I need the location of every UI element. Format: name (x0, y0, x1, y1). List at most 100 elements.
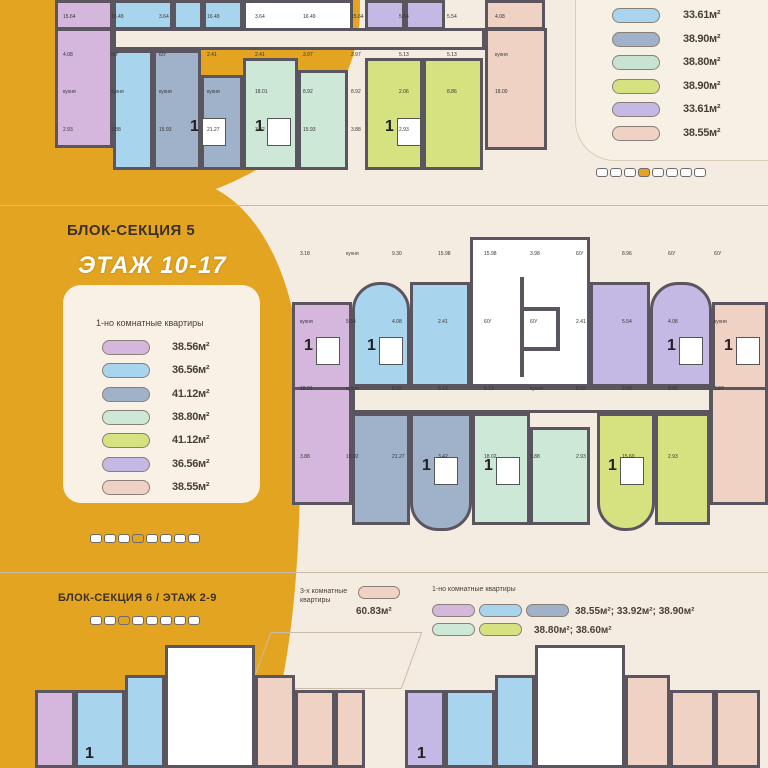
room (485, 0, 545, 30)
pager-dot[interactable] (104, 534, 116, 543)
pager-dot[interactable] (90, 534, 102, 543)
section5-title: БЛОК-СЕКЦИЯ 5 (67, 222, 196, 239)
pager-dot[interactable] (666, 168, 678, 177)
pager-dot[interactable] (132, 616, 144, 625)
flat-area-card (496, 457, 520, 485)
room-area-label: 2.93 (576, 453, 586, 460)
pager-dot[interactable] (160, 534, 172, 543)
pager-dot[interactable] (146, 534, 158, 543)
room-area-label: 2.41 (255, 51, 265, 58)
room-area-label: 3.98 (530, 251, 540, 257)
legend-swatch (479, 604, 522, 617)
pager-dot[interactable] (160, 616, 172, 625)
room-area-label: 6/У (159, 51, 167, 58)
top-legend-panel (575, 0, 768, 161)
room-area-label: 4.08 (392, 318, 402, 325)
room (410, 282, 470, 387)
pager-dot[interactable] (146, 616, 158, 625)
legend-swatch (612, 125, 660, 141)
pager-dot[interactable] (652, 168, 664, 177)
room-area-label: кухня (714, 318, 727, 325)
room-area-label: 3.97 (351, 51, 361, 58)
section5-pager[interactable] (90, 534, 200, 543)
flat-area-card (434, 457, 458, 485)
room-area-label: 5.54 (622, 318, 632, 325)
pager-dot-active[interactable] (118, 616, 130, 625)
room-area-label: 2.41 (438, 318, 448, 325)
room-area-label: кухня (495, 51, 508, 58)
flat-number: 1 (417, 745, 426, 762)
room-area-label: 3.64 (159, 14, 169, 20)
pager-dot-active[interactable] (132, 534, 144, 543)
legend-swatch (612, 8, 660, 23)
legend-value: 38.55м² (683, 126, 721, 139)
wall (556, 307, 560, 351)
legend-swatch (102, 363, 150, 379)
pager-dot[interactable] (188, 616, 200, 625)
room-area-label: кухня (346, 251, 359, 257)
legend-value: 38.80м² (172, 410, 210, 423)
room (405, 0, 445, 30)
flat-number: 1 (422, 457, 431, 474)
room-area-label: 15.64 (351, 14, 364, 20)
pager-dot[interactable] (694, 168, 706, 177)
pager-dot[interactable] (610, 168, 622, 177)
room-area-label: 3.42 (438, 453, 448, 460)
legend-value: 38.55м² (172, 480, 210, 493)
room-area-label: 18.02 (346, 453, 359, 460)
pager-dot[interactable] (90, 616, 102, 625)
three-room-label: 3-х комнатные квартиры (300, 588, 348, 604)
room-area-label: 4.08 (668, 318, 678, 325)
room-area-label: 21.27 (392, 453, 405, 460)
legend-swatch (612, 78, 660, 94)
legend-value: 41.12м² (172, 387, 210, 400)
room-area-label: 2.06 (399, 89, 409, 95)
one-room-label: 1-но комнатные квартиры (432, 586, 516, 593)
room (715, 690, 760, 768)
pager-dot[interactable] (680, 168, 692, 177)
flat-number: 1 (724, 337, 733, 354)
pager-dot[interactable] (104, 616, 116, 625)
room (405, 690, 445, 768)
flat-area-card (202, 118, 226, 146)
flat-number: 1 (85, 745, 94, 762)
room-area-label: 5.54 (346, 318, 356, 325)
top-pager[interactable] (596, 168, 706, 177)
legend-swatch (102, 433, 150, 449)
legend-swatch (612, 102, 660, 117)
room-area-label: 2.41 (576, 318, 586, 325)
room-area-label: 6/У (484, 318, 492, 325)
room-area-label: 2.41 (207, 51, 217, 58)
room-area-label: 8.92 (351, 89, 361, 95)
room-area-label: 15.64 (63, 14, 76, 20)
room-area-label: 8.86 (447, 89, 457, 95)
room-area-label: кухня (63, 89, 76, 95)
legend-swatch (479, 623, 522, 636)
section6-title: БЛОК-СЕКЦИЯ 6 / ЭТАЖ 2-9 (58, 592, 217, 604)
room-area-label: 21.27 (207, 126, 220, 133)
pager-dot-active[interactable] (638, 168, 650, 177)
flat-area-card (267, 118, 291, 146)
section6-pager[interactable] (90, 616, 200, 625)
pager-dot[interactable] (596, 168, 608, 177)
legend-swatch (102, 386, 150, 402)
pager-dot[interactable] (624, 168, 636, 177)
pager-dot[interactable] (188, 534, 200, 543)
legend-value: 41.12м² (172, 434, 210, 447)
room (298, 70, 348, 170)
room-area-label: 5.13 (484, 386, 494, 392)
floor-plan-bottom-left: 1 (35, 645, 365, 768)
room-area-label: 16.49 (111, 14, 124, 20)
pager-dot[interactable] (174, 616, 186, 625)
legend-swatch (612, 55, 660, 70)
room-area-label: 15.93 (303, 126, 316, 133)
pager-dot[interactable] (118, 534, 130, 543)
room-area-label: 8.92 (392, 386, 402, 392)
room-area-label: 3.64 (255, 14, 265, 20)
room (243, 58, 298, 170)
pager-dot[interactable] (174, 534, 186, 543)
room-area-label: 3.18 (300, 251, 310, 257)
section5-legend-card (63, 285, 260, 503)
separator-bottom (0, 572, 768, 573)
room (352, 413, 410, 525)
